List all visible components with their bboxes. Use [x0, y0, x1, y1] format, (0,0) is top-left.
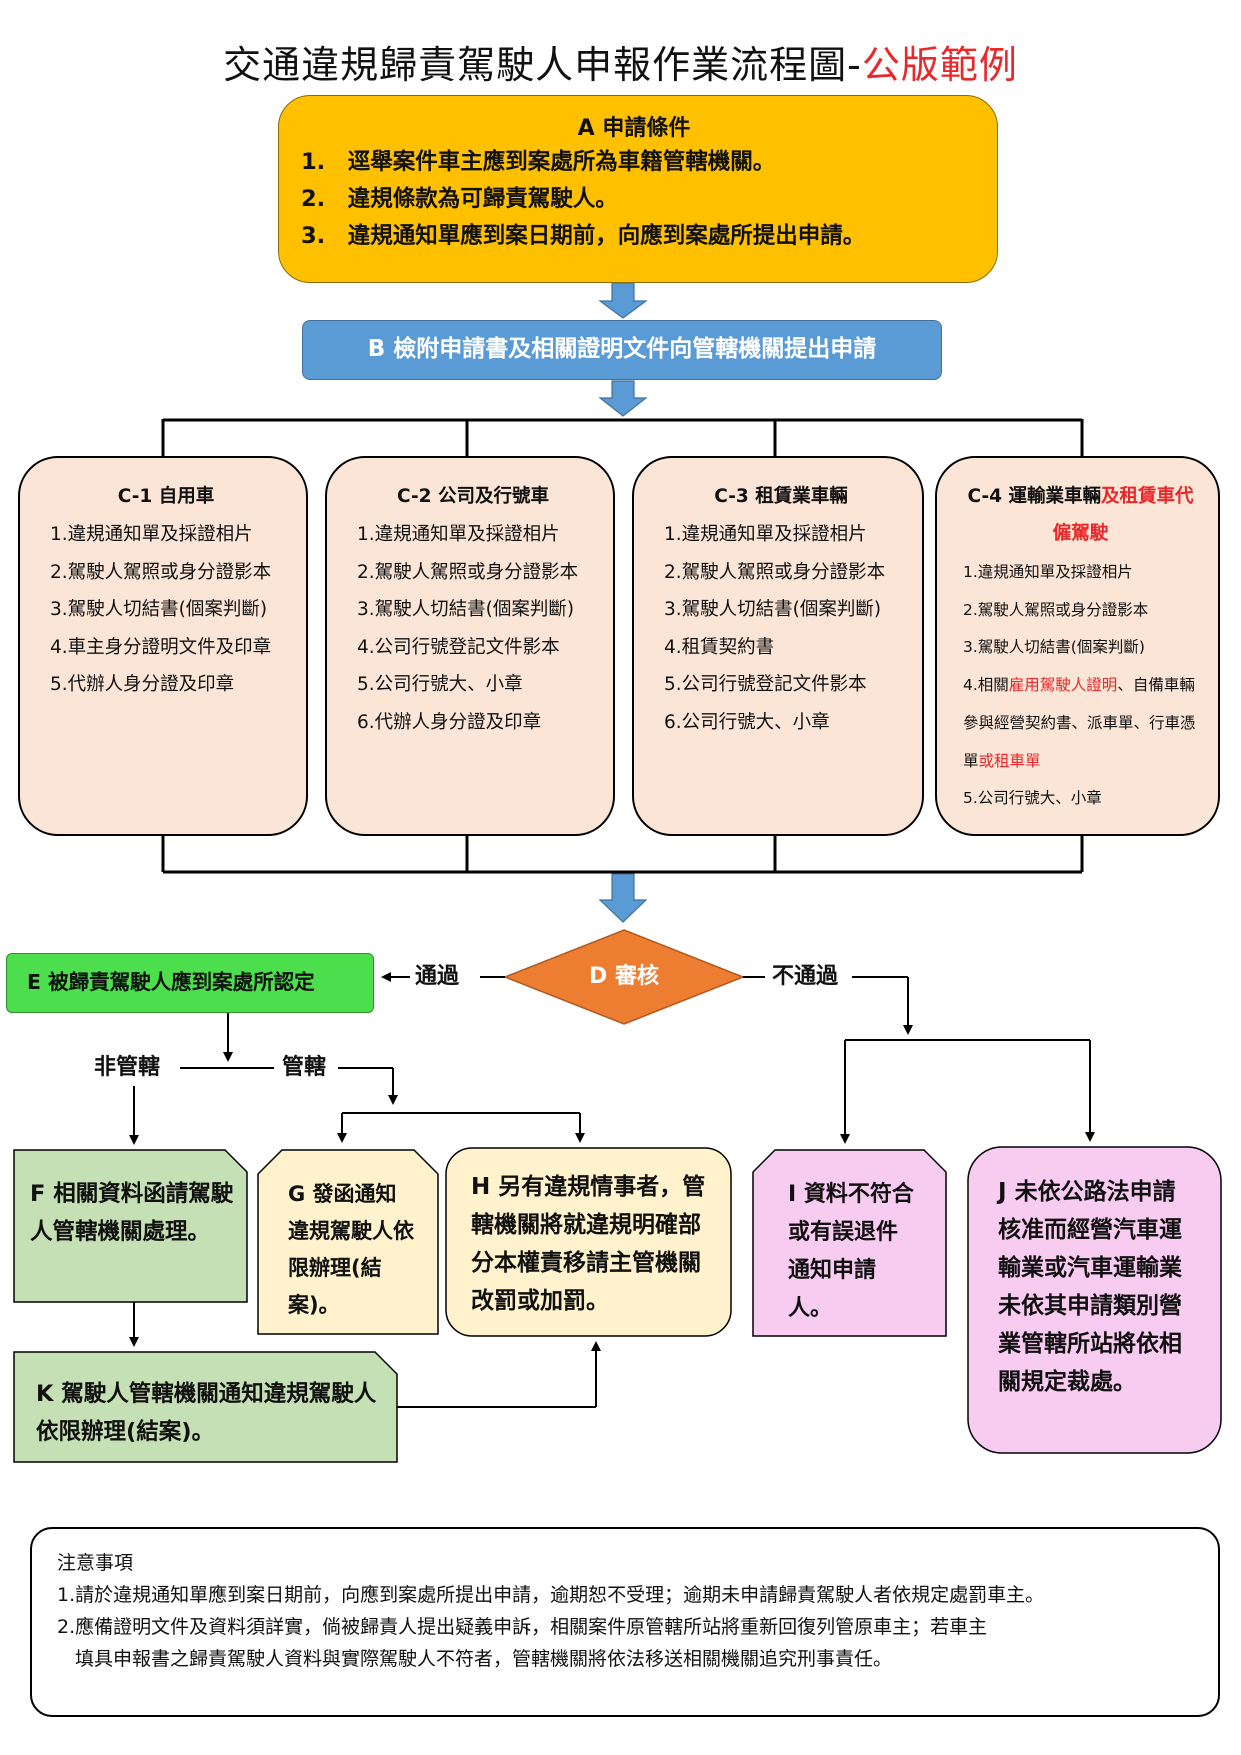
- box-h-other-violation: H 另有違規情事者，管轄機關將就違規明確部分本權責移請主管機關改罰或加罰。: [471, 1174, 706, 1314]
- box-i-return: I 資料不符合或有誤退件通知申請人。: [788, 1182, 914, 1321]
- notes-panel: 注意事項 1.請於違規通知單應到案日期前，向應到案處所提出申請，逾期恕不受理；逾…: [30, 1527, 1220, 1717]
- arrow-b-to-c: [598, 380, 648, 417]
- box-b-submit: B 檢附申請書及相關證明文件向管轄機關提出申請: [302, 320, 942, 380]
- box-c3-item: 1.違規通知單及採證相片: [664, 524, 867, 545]
- box-c4-item: 1.違規通知單及採證相片: [963, 563, 1133, 581]
- box-g-shape: [257, 1149, 439, 1335]
- fail-label: 不通過: [772, 962, 839, 992]
- box-c2-title: C-2 公司及行號車: [397, 486, 549, 507]
- decision-d-label: D 審核: [589, 964, 659, 989]
- box-c4-item: 3.駕駛人切結書(個案判斷): [963, 638, 1145, 657]
- box-c4-item: 4.相關雇用駕駛人證明、自備車輛參與經營契約書、派車單、行車憑單或租車單: [963, 676, 1196, 770]
- box-c3-rental-car: C-3 租賃業車輛 1.違規通知單及採證相片 2.駕駛人駕照或身分證影本 3.駕…: [632, 456, 924, 836]
- box-c2-item: 5.公司行號大、小章: [357, 674, 523, 695]
- box-a-title: A 申請條件: [577, 116, 691, 141]
- box-f-shape: [13, 1149, 248, 1303]
- box-f-forward: F 相關資料函請駕駛人管轄機關處理。: [30, 1181, 234, 1245]
- box-c1-item: 5.代辦人身分證及印章: [50, 674, 235, 695]
- box-j-shape: [967, 1146, 1222, 1454]
- box-c3-item: 5.公司行號登記文件影本: [664, 674, 867, 695]
- box-c4-item: 5.公司行號大、小章: [963, 789, 1102, 808]
- box-c2-item: 1.違規通知單及採證相片: [357, 524, 560, 545]
- box-e-determination: E 被歸責駕駛人應到案處所認定: [6, 953, 374, 1013]
- box-c3-item: 4.租賃契約書: [664, 636, 775, 658]
- box-k-shape: [13, 1351, 398, 1463]
- box-c3-item: 3.駕駛人切結書(個案判斷): [664, 599, 882, 620]
- box-a-conditions: A 申請條件 1. 逕舉案件車主應到案處所為車籍管轄機關。 2. 違規條款為可歸…: [278, 95, 998, 283]
- box-c1-private-car: C-1 自用車 1.違規通知單及採證相片 2.駕駛人駕照或身分證影本 3.駕駛人…: [18, 456, 308, 836]
- decision-diamond: [502, 929, 746, 1025]
- box-c1-item: 4.車主身分證明文件及印章: [50, 636, 272, 658]
- box-c1-title: C-1 自用車: [117, 486, 215, 507]
- box-a-item: 3. 違規通知單應到案日期前，向應到案處所提出申請。: [301, 223, 866, 249]
- box-c2-item: 6.代辦人身分證及印章: [357, 711, 542, 733]
- notes-item: 填具申報書之歸責駕駛人資料與實際駕駛人不符者，管轄機關將依法移送相關機關追究刑事…: [75, 1648, 893, 1670]
- notes-item: 1.請於違規通知單應到案日期前，向應到案處所提出申請，逾期恕不受理；逾期未申請歸…: [57, 1584, 1045, 1606]
- box-c1-item: 2.駕駛人駕照或身分證影本: [50, 561, 272, 583]
- box-c3-item: 2.駕駛人駕照或身分證影本: [664, 561, 886, 583]
- box-c1-item: 1.違規通知單及採證相片: [50, 524, 253, 545]
- box-c4-title: C-4 運輸業車輛及租賃車代僱駕駛: [967, 486, 1194, 544]
- box-i-shape: [752, 1149, 947, 1337]
- jurisdiction-label: 管轄: [282, 1053, 327, 1083]
- box-h-shape: [445, 1147, 732, 1337]
- box-c3-item: 6.公司行號大、小章: [664, 711, 830, 733]
- box-k-close-case: K 駕駛人管轄機關通知違規駕駛人依限辦理(結案)。: [36, 1381, 377, 1445]
- box-c2-company-car: C-2 公司及行號車 1.違規通知單及採證相片 2.駕駛人駕照或身分證影本 3.…: [325, 456, 615, 836]
- box-j-penalty: J 未依公路法申請核准而經營汽車運輸業或汽車運輸業未依其申請類別營業管轄所站將依…: [998, 1179, 1182, 1395]
- box-c4-item: 2.駕駛人駕照或身分證影本: [963, 600, 1149, 619]
- pass-label: 通過: [415, 962, 460, 992]
- box-c3-title: C-3 租賃業車輛: [714, 486, 848, 507]
- box-c4-transport-car: C-4 運輸業車輛及租賃車代僱駕駛 1.違規通知單及採證相片 2.駕駛人駕照或身…: [935, 456, 1220, 836]
- box-g-notify: G 發函通知違規駕駛人依限辦理(結案)。: [288, 1182, 414, 1317]
- box-c2-item: 2.駕駛人駕照或身分證影本: [357, 561, 579, 583]
- box-c2-item: 4.公司行號登記文件影本: [357, 636, 560, 658]
- title-highlight: 公版範例: [861, 43, 1018, 87]
- box-a-item: 2. 違規條款為可歸責駕駛人。: [301, 186, 618, 212]
- arrow-a-to-b: [598, 282, 648, 319]
- box-c1-item: 3.駕駛人切結書(個案判斷): [50, 599, 268, 620]
- box-a-item: 1. 逕舉案件車主應到案處所為車籍管轄機關。: [301, 149, 776, 175]
- box-c2-item: 3.駕駛人切結書(個案判斷): [357, 599, 575, 620]
- page-title: 交通違規歸責駕駛人申報作業流程圖-公版範例: [223, 43, 1018, 87]
- notes-title: 注意事項: [57, 1552, 134, 1574]
- non-jurisdiction-label: 非管轄: [94, 1053, 161, 1083]
- notes-item: 2.應備證明文件及資料須詳實，倘被歸責人提出疑義申訴，相關案件原管轄所站將重新回…: [57, 1616, 988, 1638]
- arrow-c-to-d: [598, 873, 648, 923]
